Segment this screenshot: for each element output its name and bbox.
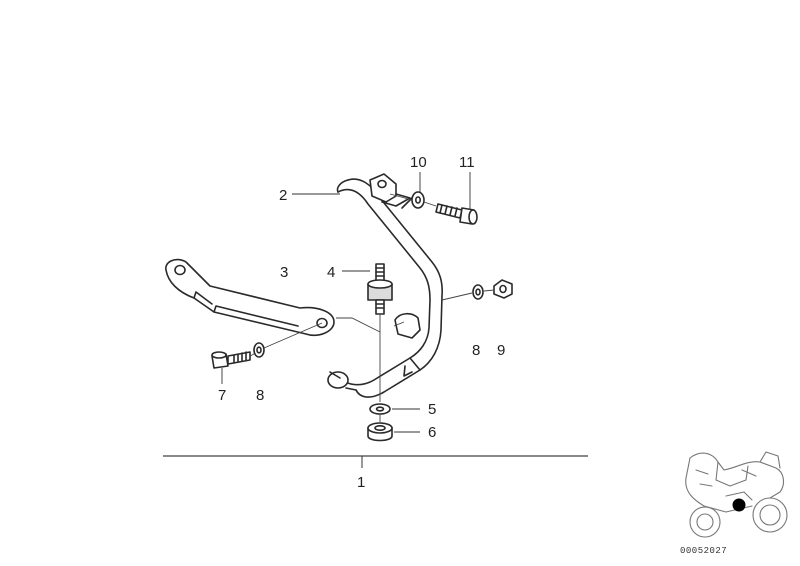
callout-9: 9 [497, 342, 506, 359]
motorcycle-thumbnail [685, 451, 788, 538]
callout-4: 4 [327, 264, 336, 281]
callout-1: 1 [357, 474, 366, 491]
callout-8-left: 8 [256, 387, 265, 404]
callout-3: 3 [280, 264, 289, 281]
nut-part-9 [493, 279, 513, 299]
nut-part-6 [367, 422, 393, 442]
washer-part-10 [411, 191, 425, 209]
callout-11: 11 [459, 154, 475, 171]
callout-2: 2 [279, 187, 288, 204]
washer-part-8-left [253, 342, 265, 358]
location-marker-icon [732, 498, 746, 512]
callout-8-right: 8 [472, 342, 481, 359]
bolt-part-7 [211, 351, 251, 369]
assembly-lines [249, 193, 495, 422]
strap-part-3 [165, 258, 335, 337]
leader-lines [221, 172, 471, 433]
callout-7: 7 [218, 387, 227, 404]
callout-5: 5 [428, 401, 437, 418]
washer-part-8-right [472, 284, 484, 300]
washer-part-5 [369, 403, 391, 415]
diagram-reference-code: 00052027 [680, 546, 728, 556]
bolt-part-11 [435, 203, 478, 225]
callout-6: 6 [428, 424, 437, 441]
callout-10: 10 [410, 154, 427, 171]
rubber-mount-part-4 [367, 263, 393, 315]
bracket-part-2 [327, 173, 443, 398]
